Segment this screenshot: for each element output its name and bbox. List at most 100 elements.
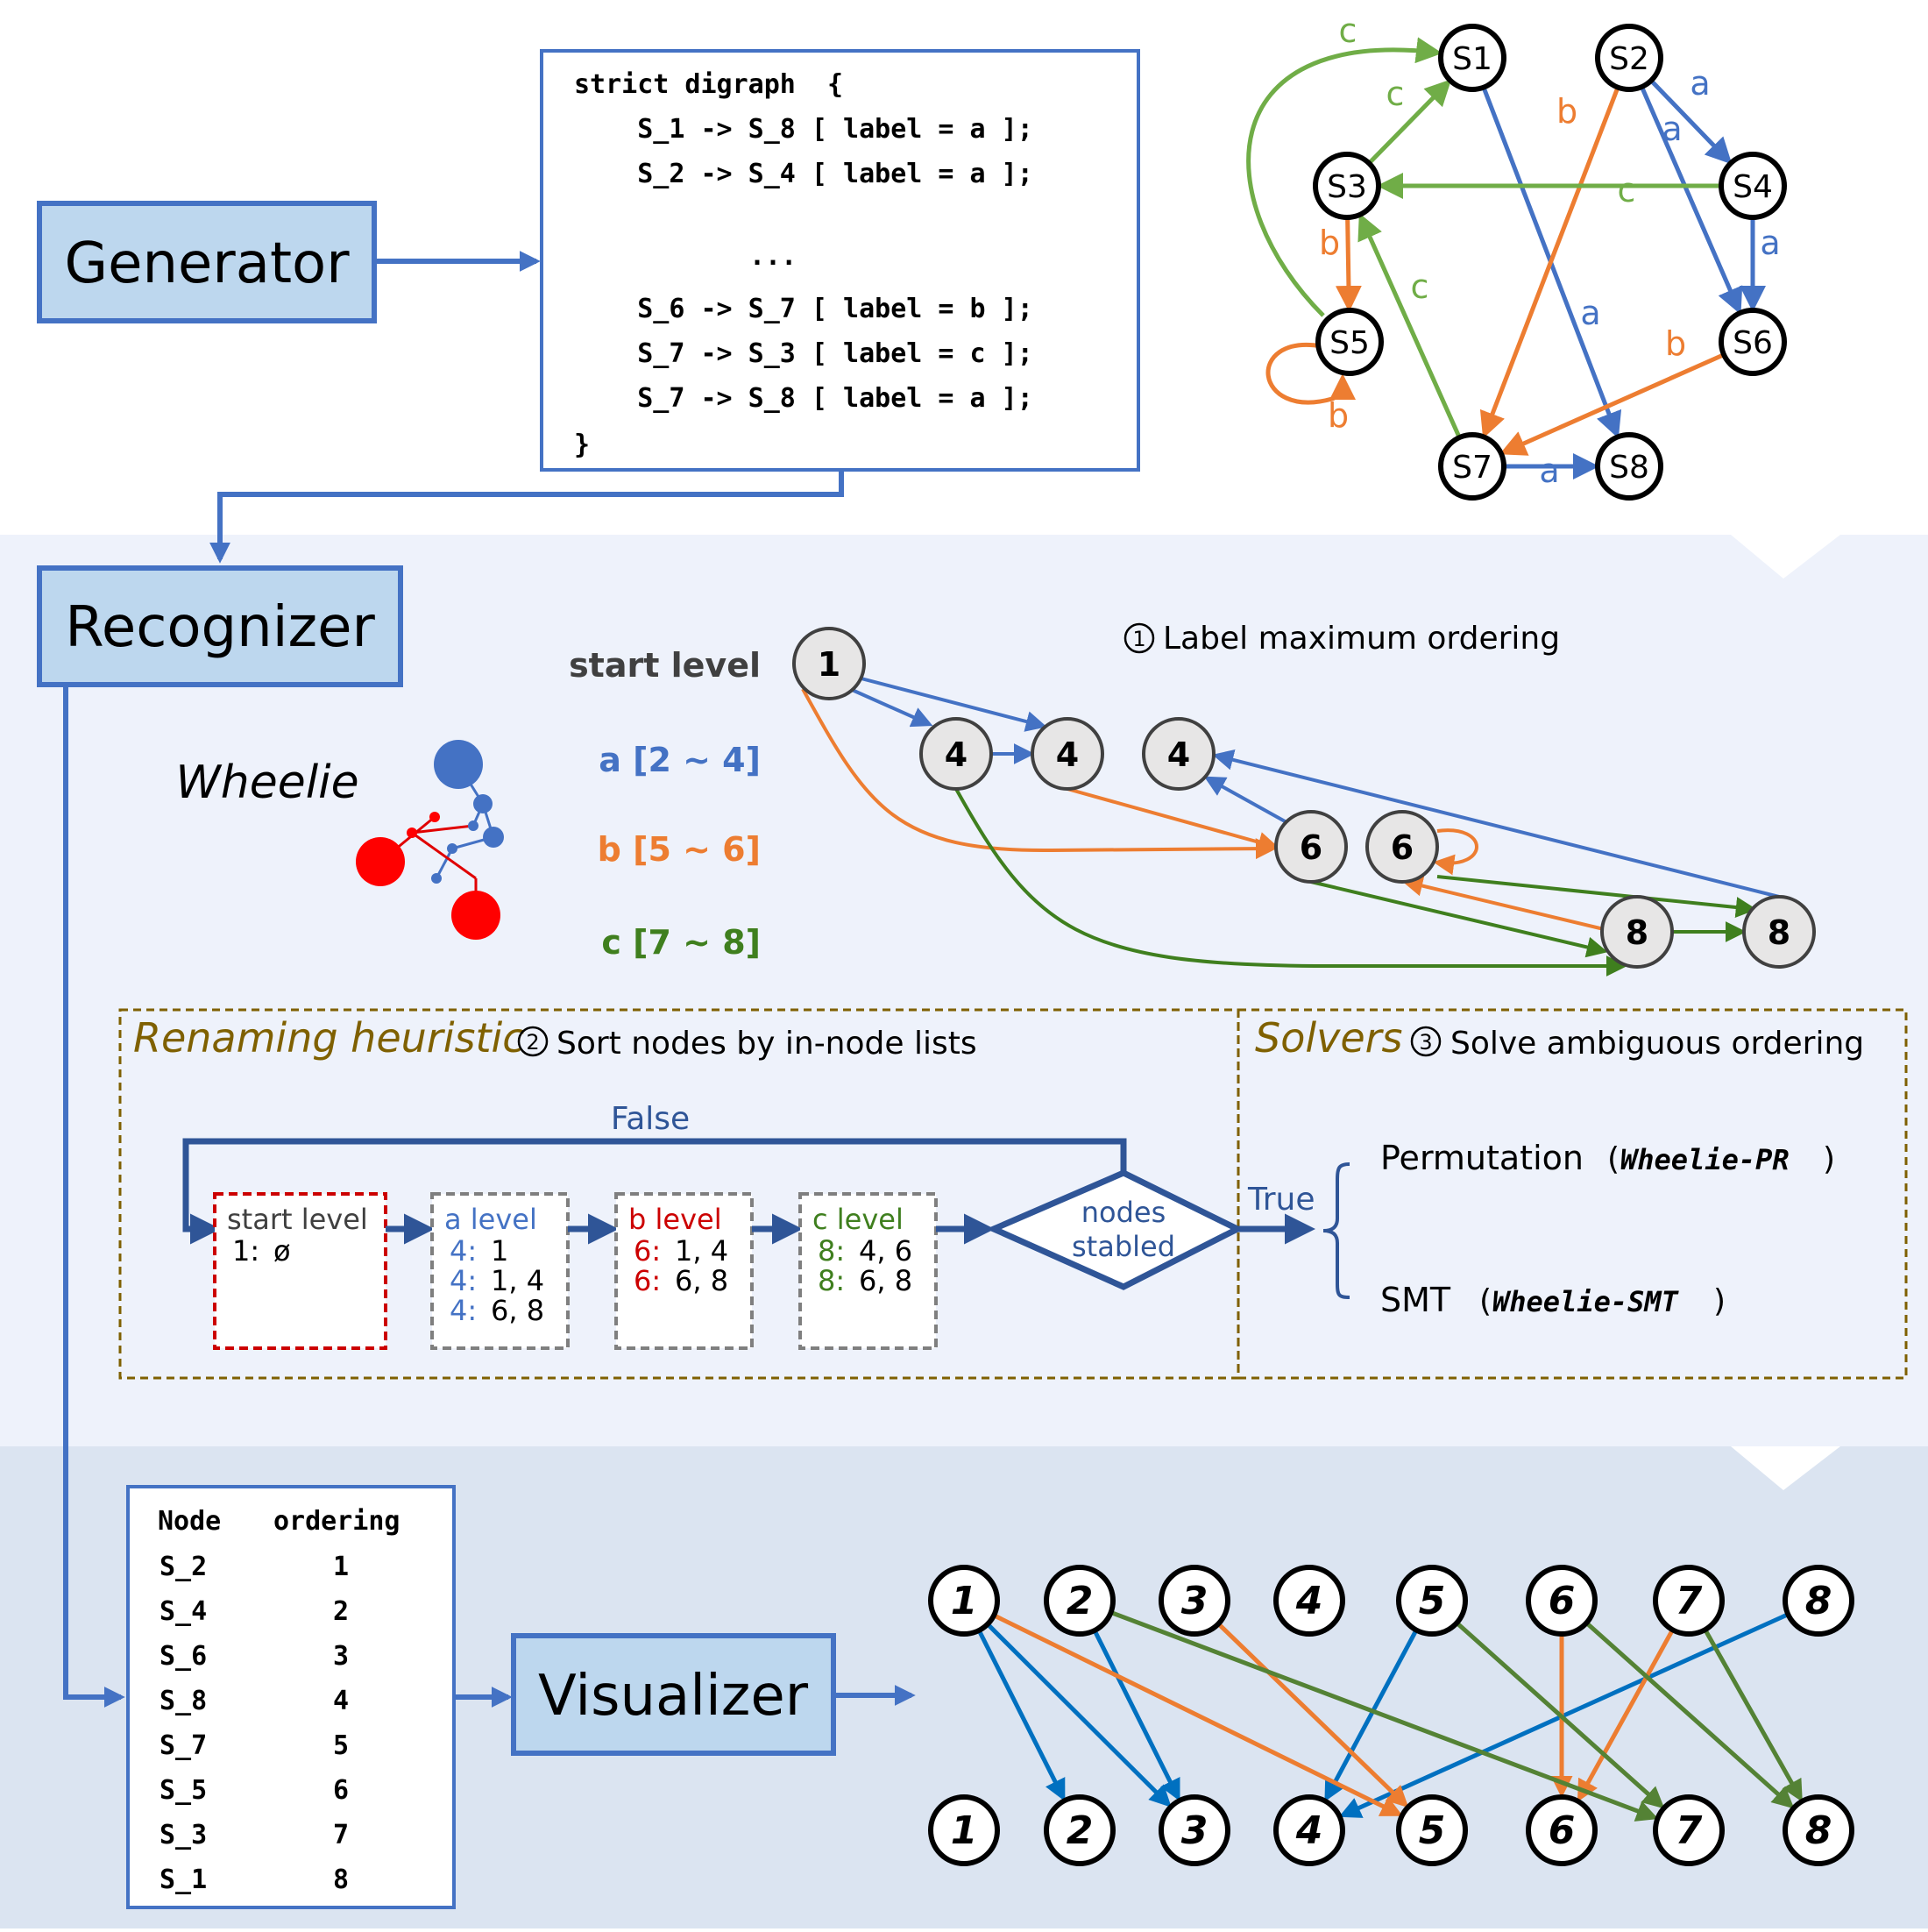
ordering-node-label: 4	[945, 735, 968, 774]
visualizer-bottom-node-label: 1	[951, 1808, 978, 1853]
ordering-node	[1600, 895, 1674, 969]
table-cell-ordering: 8	[333, 1865, 349, 1895]
step3-number: 3	[1419, 1030, 1432, 1055]
graph-node	[1595, 24, 1663, 92]
wheelie-logo-icon	[356, 740, 504, 940]
code-line: S_6 -> S_7 [ label = b ];	[574, 294, 1033, 324]
visualizer-label: Visualizer	[538, 1664, 809, 1729]
code-line: S_1 -> S_8 [ label = a ];	[574, 114, 1033, 145]
visualizer-top-node-label: 2	[1067, 1579, 1094, 1623]
step2-number: 2	[526, 1030, 539, 1055]
graph-edge-label: a	[1662, 110, 1682, 148]
visualizer-bottom-node	[928, 1794, 1000, 1866]
level-box	[213, 1192, 387, 1350]
table-header-node: Node	[158, 1506, 221, 1537]
ordering-edge	[1203, 776, 1287, 824]
solvers-title: Solvers	[1255, 1014, 1403, 1062]
visualizer-bottom-node-label: 5	[1419, 1808, 1446, 1853]
graph-node-label: S2	[1609, 41, 1649, 77]
table-cell-node: S_6	[159, 1641, 207, 1672]
level-box-value: 1	[491, 1234, 508, 1268]
visualizer-top-node	[1273, 1565, 1345, 1637]
table-cell-node: S_5	[159, 1775, 207, 1806]
generator-label: Generator	[65, 231, 351, 296]
ordering-node	[792, 627, 866, 700]
table-cell-ordering: 5	[333, 1730, 349, 1761]
visualizer-top-node-label: 6	[1549, 1579, 1576, 1623]
recognizer-box[interactable]	[37, 565, 403, 687]
visualizer-edges	[976, 1610, 1803, 1822]
graph-node-label: S5	[1329, 325, 1370, 361]
step3-number-circle	[1410, 1026, 1442, 1057]
ordering-edge	[1436, 875, 1757, 918]
graph-node	[1438, 432, 1506, 501]
visualizer-edge	[1092, 1629, 1180, 1801]
visualizer-edge	[1577, 1629, 1675, 1802]
step2-text: Sort nodes by in-node lists	[556, 1026, 977, 1062]
table-header-ordering: ordering	[273, 1506, 400, 1537]
visualizer-bottom-node-label: 8	[1805, 1808, 1832, 1853]
graph-node	[1438, 24, 1506, 92]
table-cell-ordering: 3	[333, 1641, 349, 1672]
graph-edge	[1640, 86, 1743, 315]
graph-node	[1719, 308, 1787, 376]
table-cell-ordering: 7	[333, 1820, 349, 1850]
code-line: S_7 -> S_8 [ label = a ];	[574, 383, 1033, 414]
code-line: strict digraph {	[574, 69, 843, 100]
visualizer-edge	[1703, 1628, 1803, 1802]
graph-edge	[1499, 352, 1726, 456]
ordering-edge	[801, 688, 1277, 860]
level-label-c: c [7 ~ 8]	[601, 923, 761, 962]
level-box-title: b level	[628, 1203, 722, 1236]
level-label-a: a [2 ~ 4]	[599, 741, 761, 779]
visualizer-top-node-label: 3	[1181, 1579, 1209, 1623]
visualizer-edge	[1324, 1629, 1419, 1802]
table-cell-ordering: 6	[333, 1775, 349, 1806]
level-label-start: start level	[569, 646, 761, 685]
graph-edge-label: c	[1618, 171, 1636, 210]
visualizer-top-node	[1783, 1565, 1854, 1637]
ordering-edge	[849, 687, 933, 728]
graph-node	[1719, 152, 1787, 220]
graph-edge-label: a	[1690, 64, 1710, 103]
step1-text: Label maximum ordering	[1163, 621, 1560, 657]
level-box-value: 6, 8	[491, 1294, 544, 1327]
ordering-node-label: 6	[1391, 828, 1414, 867]
ordering-edge	[954, 788, 1627, 977]
generator-box[interactable]	[37, 201, 377, 323]
visualizer-bottom-node	[1044, 1794, 1116, 1866]
solver-smt-paren-open: (	[1479, 1283, 1492, 1319]
graph-edge	[1649, 79, 1733, 165]
level-box-value: 6, 8	[675, 1264, 728, 1297]
ordering-node	[1274, 810, 1348, 884]
false-label: False	[611, 1101, 690, 1137]
table-cell-node: S_4	[159, 1596, 207, 1627]
level-box-value: 4, 6	[859, 1234, 912, 1268]
code-line: S_7 -> S_3 [ label = c ];	[574, 338, 1033, 369]
graph-node	[1315, 308, 1384, 376]
graph-node-label: S6	[1733, 325, 1773, 361]
level-box-key: 4:	[450, 1234, 477, 1268]
code-to-recognizer-arrow	[209, 470, 844, 564]
visualizer-bottom-node-label: 4	[1295, 1808, 1323, 1853]
visualizer-edge	[1109, 1610, 1659, 1822]
graph-edge	[1335, 217, 1362, 313]
ordering-node	[919, 717, 993, 791]
solver-smt-tag: Wheelie-SMT	[1492, 1285, 1680, 1318]
graph-edge-label: a	[1760, 224, 1780, 262]
visualizer-box[interactable]	[511, 1633, 836, 1756]
solver-permutation-tag: Wheelie-PR	[1620, 1143, 1790, 1176]
false-loop-arrow	[182, 1138, 1127, 1245]
graph-edge-label: b	[1319, 224, 1340, 262]
level-box-key: 1:	[232, 1234, 259, 1268]
graph-edge	[1367, 79, 1452, 166]
code-line: S_2 -> S_4 [ label = a ];	[574, 159, 1033, 189]
renaming-heuristic-title: Renaming heuristic	[133, 1014, 525, 1062]
visualizer-bottom-node	[1653, 1794, 1725, 1866]
visualizer-bottom-node	[1273, 1794, 1345, 1866]
table-cell-node: S_7	[159, 1730, 207, 1761]
step1-number: 1	[1132, 627, 1145, 651]
